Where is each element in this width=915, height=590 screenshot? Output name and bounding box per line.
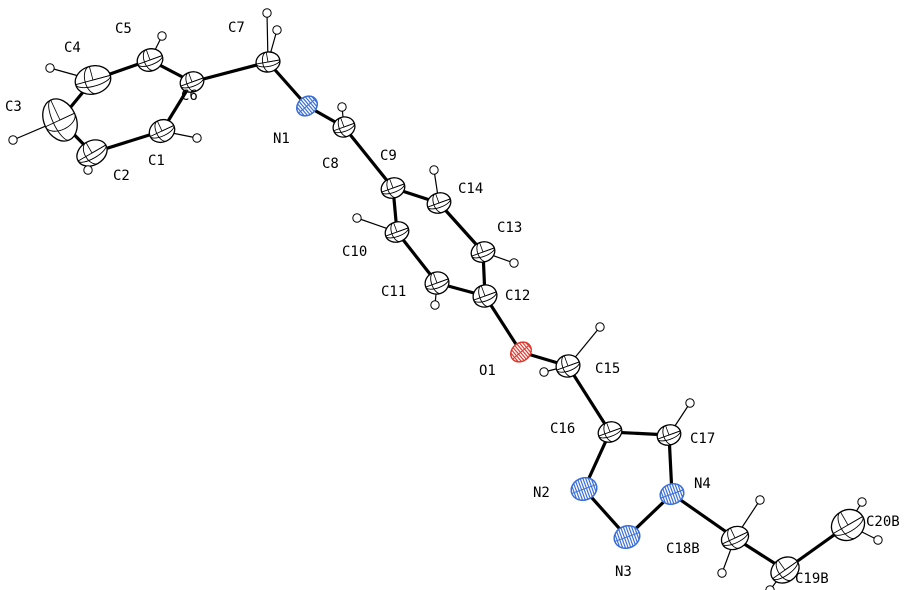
- label-c4: C4: [64, 40, 81, 56]
- hydrogen-atom: [430, 300, 440, 310]
- hydrogen-atom: [272, 25, 282, 35]
- atom-c5: [136, 48, 164, 72]
- hydrogen-atom: [685, 398, 695, 408]
- atom-c11: [424, 271, 450, 295]
- atom-c2: [76, 139, 108, 167]
- atom-c10: [384, 221, 410, 243]
- atom-c1: [148, 118, 176, 144]
- label-c18b: C18B: [666, 541, 700, 557]
- bond-c6-c7: [190, 60, 270, 84]
- atom-c7: [255, 51, 281, 73]
- label-c16: C16: [550, 421, 575, 437]
- atom-c18b: [720, 525, 750, 551]
- atom-c8: [332, 116, 356, 138]
- label-c8: C8: [322, 156, 339, 172]
- atom-n2: [568, 474, 600, 504]
- label-n2: N2: [533, 485, 550, 501]
- atom-c12: [472, 284, 498, 308]
- label-c6: C6: [181, 88, 198, 104]
- hydrogen-atom: [157, 31, 167, 41]
- hydrogen-atom: [83, 165, 93, 175]
- hydrogen-atom: [765, 585, 775, 590]
- label-c9: C9: [380, 148, 397, 164]
- label-c19b: C19B: [795, 571, 829, 587]
- atom-o1: [506, 338, 535, 366]
- label-c12: C12: [505, 288, 530, 304]
- bond-n4-c18b: [670, 492, 737, 540]
- atom-n3: [611, 522, 643, 552]
- atom-c6: [179, 71, 205, 93]
- label-c3: C3: [5, 99, 22, 115]
- hydrogen-atom: [8, 135, 18, 145]
- hydrogen-atom: [262, 8, 272, 18]
- hydrogen-atom: [45, 63, 55, 73]
- hydrogen-atom: [717, 568, 727, 578]
- label-c10: C10: [342, 244, 367, 260]
- hydrogen-atom: [595, 322, 605, 332]
- hydrogen-atom: [192, 133, 202, 143]
- atom-c15: [555, 354, 581, 378]
- label-c20b: C20B: [866, 514, 900, 530]
- atom-c20b: [830, 508, 866, 542]
- hydrogen-atom: [755, 495, 765, 505]
- atom-c16: [597, 421, 623, 443]
- hydrogen-atom: [429, 165, 439, 175]
- label-n1: N1: [273, 131, 290, 147]
- atom-c19b: [770, 556, 800, 584]
- label-o1: O1: [479, 363, 496, 379]
- atom-c3: [42, 98, 78, 142]
- label-c17: C17: [690, 431, 715, 447]
- hydrogen-atom: [857, 497, 867, 507]
- atom-c13: [470, 241, 496, 263]
- atom-c9: [380, 177, 406, 199]
- label-c11: C11: [381, 284, 406, 300]
- hydrogen-atom: [352, 213, 362, 223]
- hydrogen-atom: [539, 367, 549, 377]
- label-n4: N4: [694, 476, 711, 492]
- label-c1: C1: [148, 153, 165, 169]
- label-c13: C13: [497, 220, 522, 236]
- label-n3: N3: [615, 564, 632, 580]
- label-c14: C14: [458, 181, 483, 197]
- bond-c8-c9: [342, 125, 395, 190]
- hydrogen-atom: [873, 535, 883, 545]
- label-c15: C15: [595, 361, 620, 377]
- hydrogen-atom: [337, 102, 347, 112]
- label-c5: C5: [115, 21, 132, 37]
- label-c7: C7: [228, 20, 245, 36]
- atom-c14: [426, 192, 452, 214]
- atom-c4: [74, 65, 112, 95]
- bond-c15-c16: [566, 364, 612, 434]
- label-c2: C2: [113, 168, 130, 184]
- atom-c17: [656, 424, 682, 446]
- bond-c13-c14: [437, 201, 485, 254]
- hydrogen-atom: [509, 258, 519, 268]
